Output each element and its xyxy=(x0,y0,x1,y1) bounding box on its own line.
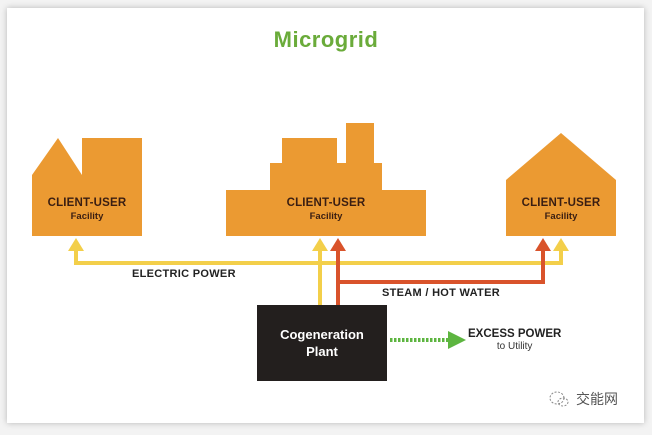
excess-power-arrow xyxy=(390,331,466,349)
excess-power-label: EXCESS POWER to Utility xyxy=(468,328,562,352)
electric-power-lines xyxy=(68,238,569,305)
facility-left-label: CLIENT-USER Facility xyxy=(47,197,127,222)
electric-arrow-center xyxy=(312,238,328,251)
steam-hot-water-label: STEAM / HOT WATER xyxy=(382,287,500,299)
steam-line-right xyxy=(338,250,545,284)
steam-lines xyxy=(330,238,551,305)
facility-right-label: CLIENT-USER Facility xyxy=(521,197,601,222)
plant-label-line2: Plant xyxy=(306,344,338,359)
electric-arrow-right xyxy=(553,238,569,251)
wechat-logo-icon xyxy=(549,391,569,407)
steam-arrow-center xyxy=(330,238,346,251)
facility-left-shape xyxy=(32,138,142,236)
facility-center-label: CLIENT-USER Facility xyxy=(286,197,366,222)
cogeneration-plant: Cogeneration Plant xyxy=(257,305,387,381)
plant-label-line1: Cogeneration xyxy=(280,327,364,342)
electric-line-left xyxy=(74,250,320,265)
facility-center-shape xyxy=(226,123,426,236)
steam-arrow-right xyxy=(535,238,551,251)
watermark-text: 交能网 xyxy=(576,391,618,407)
diagram-title: Microgrid xyxy=(273,27,379,52)
electric-line-right xyxy=(320,250,563,265)
watermark: 交能网 xyxy=(548,389,618,409)
electric-arrow-left xyxy=(68,238,84,251)
facility-right-shape xyxy=(506,133,616,236)
electric-power-label: ELECTRIC POWER xyxy=(132,268,236,280)
